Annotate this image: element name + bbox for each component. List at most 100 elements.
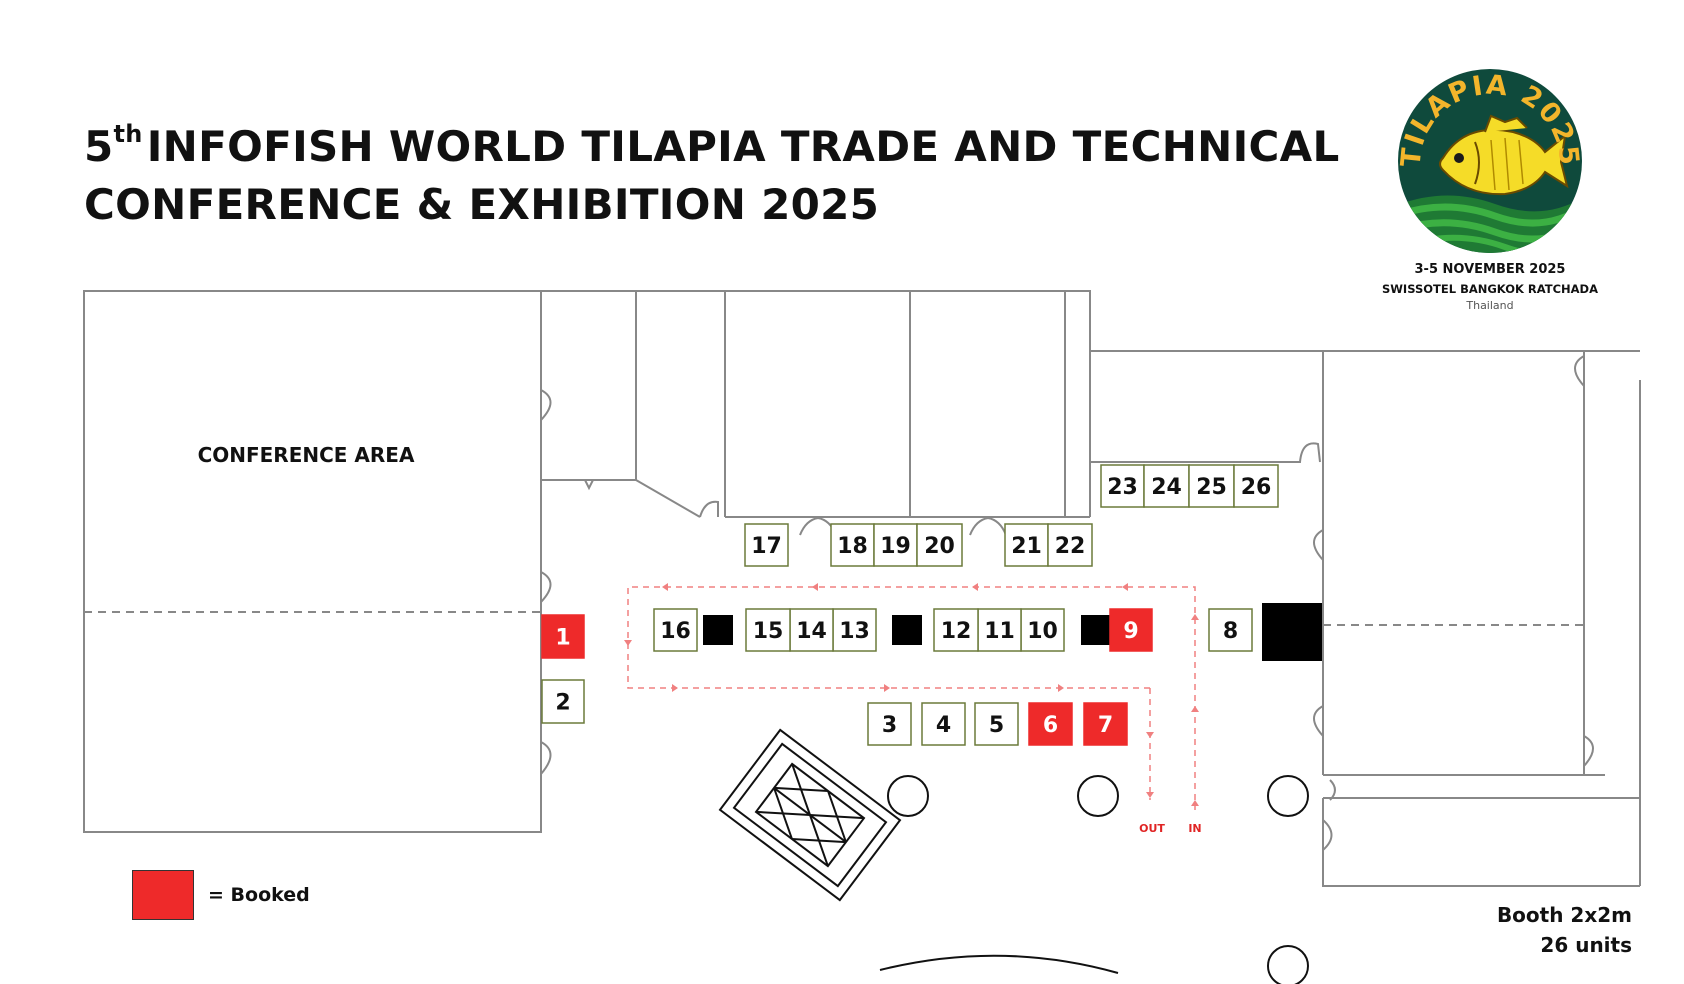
booth-number: 19 bbox=[880, 534, 911, 559]
event-date: 3-5 NOVEMBER 2025 bbox=[1414, 262, 1566, 277]
booth-8[interactable]: 8 bbox=[1208, 608, 1253, 652]
round-columns bbox=[879, 775, 1309, 984]
booth-box-available bbox=[1047, 523, 1093, 567]
flow-out-label: OUT bbox=[1139, 822, 1165, 835]
round-column bbox=[1267, 775, 1309, 817]
booth-number: 8 bbox=[1223, 619, 1238, 644]
walls bbox=[83, 290, 1641, 887]
booth-5[interactable]: 5 bbox=[974, 702, 1019, 746]
booth-14[interactable]: 14 bbox=[789, 608, 834, 652]
booth-number: 10 bbox=[1027, 619, 1058, 644]
booth-box-available bbox=[933, 608, 979, 652]
booth-units: 26 units bbox=[1540, 933, 1632, 957]
booth-1[interactable]: 1 bbox=[541, 614, 585, 659]
booth-15[interactable]: 15 bbox=[745, 608, 791, 652]
booth-number: 11 bbox=[984, 619, 1015, 644]
pillar bbox=[1081, 615, 1111, 645]
round-column bbox=[1267, 945, 1309, 984]
flow-arrows bbox=[624, 583, 1199, 806]
booth-number: 23 bbox=[1107, 475, 1138, 500]
booth-26[interactable]: 26 bbox=[1233, 464, 1279, 508]
fish-icon bbox=[1439, 114, 1569, 196]
booth-box-booked bbox=[541, 614, 585, 659]
round-column bbox=[887, 775, 929, 817]
booth-box-available bbox=[541, 679, 585, 724]
booth-10[interactable]: 10 bbox=[1020, 608, 1065, 652]
booth-number: 5 bbox=[989, 713, 1004, 738]
event-country: Thailand bbox=[1466, 299, 1514, 312]
booth-number: 26 bbox=[1241, 475, 1272, 500]
booth-box-available bbox=[1100, 464, 1145, 508]
booth-16[interactable]: 16 bbox=[653, 608, 698, 652]
booth-box-available bbox=[653, 608, 698, 652]
booth-17[interactable]: 17 bbox=[744, 523, 789, 567]
booth-25[interactable]: 25 bbox=[1188, 464, 1235, 508]
booth-2[interactable]: 2 bbox=[541, 679, 585, 724]
booth-number: 1 bbox=[555, 626, 570, 651]
title-text-1: INFOFISH WORLD TILAPIA TRADE AND TECHNIC… bbox=[146, 122, 1340, 171]
booth-box-available bbox=[1208, 608, 1253, 652]
booth-box-available bbox=[867, 702, 912, 746]
conference-area-outline bbox=[83, 290, 542, 833]
booked-swatch bbox=[132, 870, 194, 920]
booth-box-available bbox=[1233, 464, 1279, 508]
conference-area-label: CONFERENCE AREA bbox=[198, 443, 415, 467]
booth-9[interactable]: 9 bbox=[1109, 608, 1153, 652]
booth-number: 2 bbox=[555, 691, 570, 716]
booth-box-available bbox=[789, 608, 834, 652]
booth-number: 6 bbox=[1043, 713, 1058, 738]
booth-number: 14 bbox=[796, 619, 827, 644]
event-venue: SWISSOTEL BANGKOK RATCHADA bbox=[1381, 282, 1599, 296]
booth-number: 20 bbox=[924, 534, 955, 559]
booth-box-available bbox=[830, 523, 875, 567]
booth-info: Booth 2x2m 26 units bbox=[1497, 900, 1632, 960]
booth-7[interactable]: 7 bbox=[1083, 702, 1128, 746]
booth-number: 15 bbox=[753, 619, 784, 644]
booth-22[interactable]: 22 bbox=[1047, 523, 1093, 567]
booth-box-available bbox=[873, 523, 918, 567]
title-line-2: CONFERENCE & EXHIBITION 2025 bbox=[84, 180, 880, 229]
booth-box-available bbox=[745, 608, 791, 652]
flow-in-label: IN bbox=[1188, 822, 1201, 835]
booth-number: 24 bbox=[1151, 475, 1182, 500]
pillars bbox=[703, 603, 1322, 661]
title-ordinal-suffix: th bbox=[113, 120, 143, 148]
title-line-1: 5thINFOFISH WORLD TILAPIA TRADE AND TECH… bbox=[84, 118, 1340, 176]
booth-3[interactable]: 3 bbox=[867, 702, 912, 746]
booth-4[interactable]: 4 bbox=[921, 702, 966, 746]
booth-23[interactable]: 23 bbox=[1100, 464, 1145, 508]
booth-box-available bbox=[974, 702, 1019, 746]
booth-number: 7 bbox=[1098, 713, 1113, 738]
booth-number: 12 bbox=[941, 619, 972, 644]
page-title: 5thINFOFISH WORLD TILAPIA TRADE AND TECH… bbox=[84, 118, 1340, 234]
tilapia-logo: TILAPIA 2025 bbox=[1395, 69, 1583, 253]
booth-box-available bbox=[977, 608, 1022, 652]
booth-24[interactable]: 24 bbox=[1143, 464, 1190, 508]
booth-box-booked bbox=[1109, 608, 1153, 652]
booth-11[interactable]: 11 bbox=[977, 608, 1022, 652]
booth-box-booked bbox=[1083, 702, 1128, 746]
traffic-flow bbox=[627, 586, 1196, 810]
round-column bbox=[1077, 775, 1119, 817]
booth-number: 13 bbox=[839, 619, 870, 644]
booth-21[interactable]: 21 bbox=[1004, 523, 1049, 567]
pillar bbox=[892, 615, 922, 645]
booth-number: 17 bbox=[751, 534, 782, 559]
booth-number: 22 bbox=[1055, 534, 1086, 559]
title-ordinal: 5 bbox=[84, 122, 114, 171]
booth-number: 25 bbox=[1196, 475, 1227, 500]
escalator-icon bbox=[718, 728, 902, 902]
booth-box-available bbox=[744, 523, 789, 567]
booth-19[interactable]: 19 bbox=[873, 523, 918, 567]
booth-12[interactable]: 12 bbox=[933, 608, 979, 652]
legend-booked-label: = Booked bbox=[208, 884, 310, 906]
booth-13[interactable]: 13 bbox=[832, 608, 877, 652]
booth-box-available bbox=[916, 523, 963, 567]
booth-20[interactable]: 20 bbox=[916, 523, 963, 567]
booth-6[interactable]: 6 bbox=[1028, 702, 1073, 746]
booth-box-available bbox=[1004, 523, 1049, 567]
booth-18[interactable]: 18 bbox=[830, 523, 875, 567]
booth-number: 21 bbox=[1011, 534, 1042, 559]
